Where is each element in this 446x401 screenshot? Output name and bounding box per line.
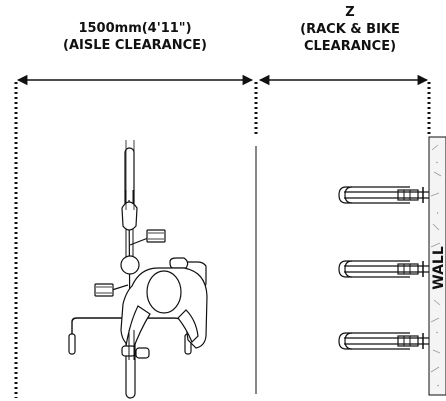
aisle-clearance-label: 1500mm(4'11") (AISLE CLEARANCE) [20, 20, 250, 54]
person-head [146, 270, 182, 314]
bike-rack-icon [338, 332, 429, 350]
cyclist-top-view-icon [68, 140, 208, 399]
rack-dimension-text: Z [345, 5, 355, 20]
bike-pedal-right [146, 229, 166, 243]
wall-label: WALL [431, 246, 446, 290]
wall: WALL [428, 136, 446, 396]
bike-rack-bottom [338, 332, 429, 350]
aisle-dimension-text: 1500mm(4'11") [78, 21, 192, 36]
bike-rack-middle [338, 260, 429, 278]
person-arm-right [177, 309, 199, 344]
bike-rack-icon [338, 186, 429, 204]
rack-caption-text-2: CLEARANCE) [303, 39, 397, 54]
rack-caption-text-1: (RACK & BIKE [300, 22, 400, 37]
bike-rack-icon [338, 260, 429, 278]
aisle-caption-text: (AISLE CLEARANCE) [63, 38, 207, 53]
bike-saddle [121, 201, 138, 231]
wall-hatch [430, 144, 442, 387]
rack-clearance-label: Z (RACK & BIKE CLEARANCE) [262, 4, 438, 55]
bike-rack-top [338, 186, 429, 204]
bike-pedal-left [94, 283, 114, 297]
